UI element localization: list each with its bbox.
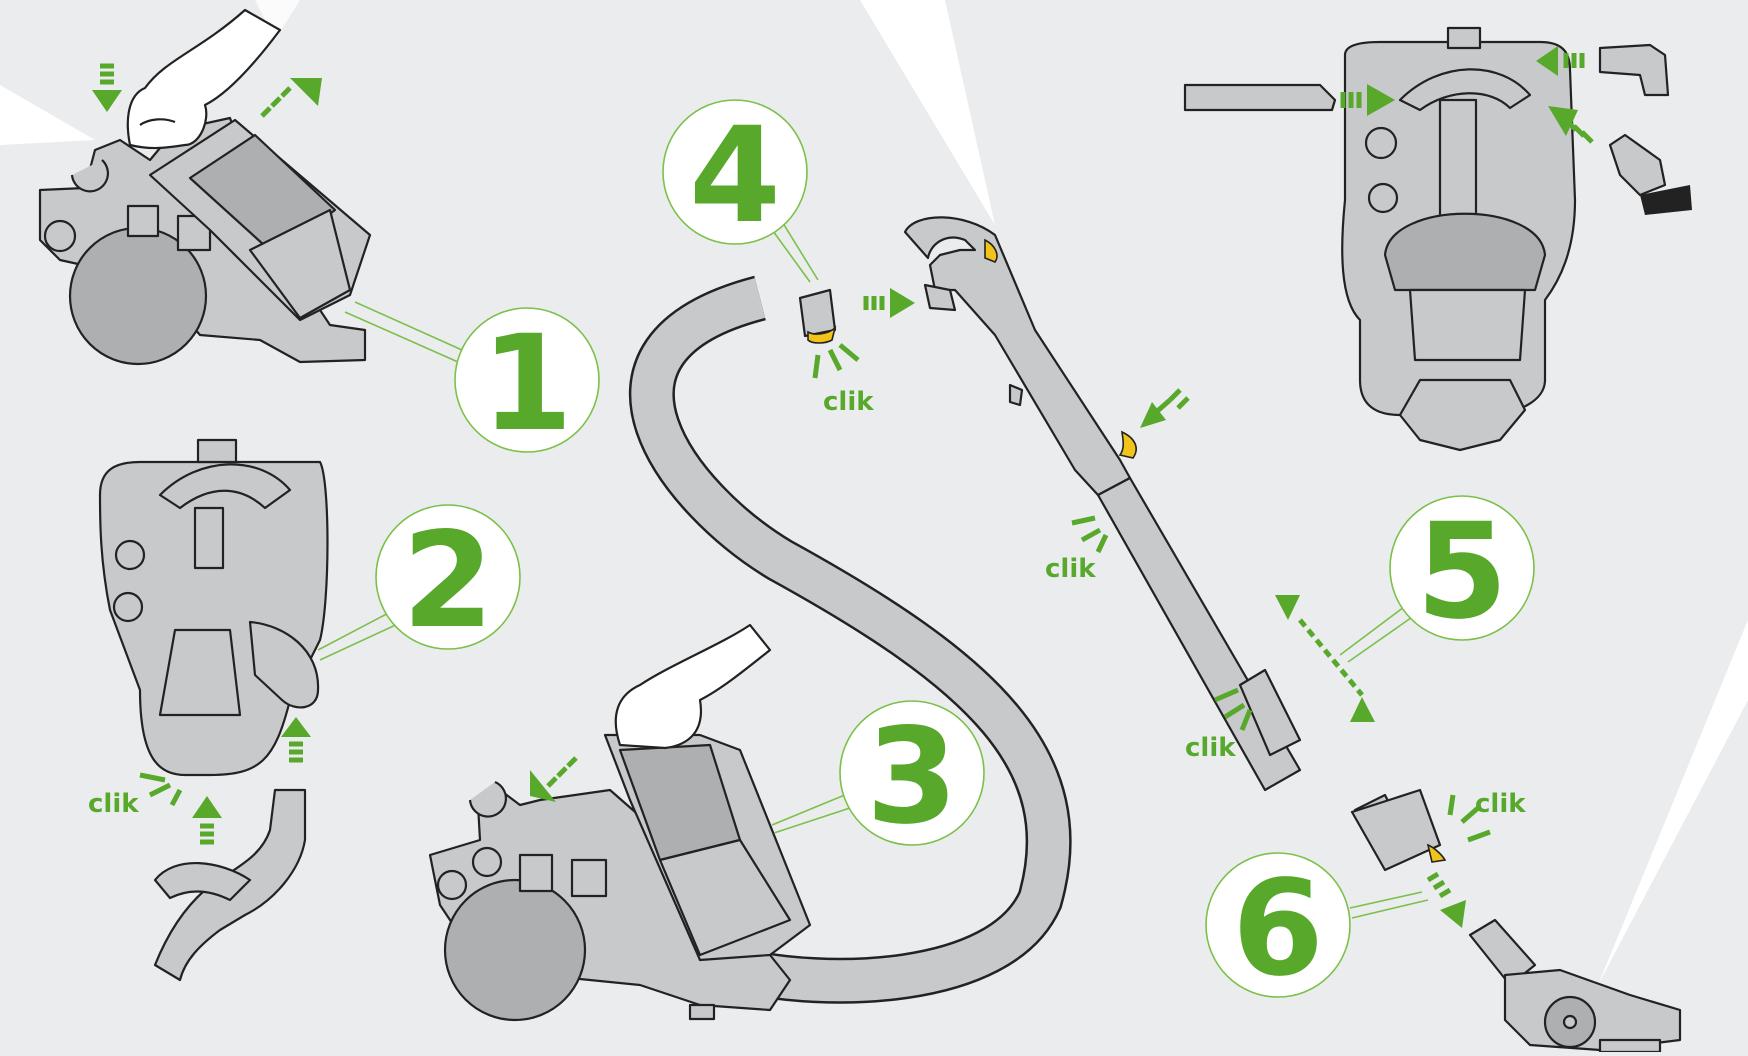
step-4-illustration: clik [800, 288, 915, 417]
step-1-arrow-up-right [262, 78, 322, 116]
step-5-number: 5 [1416, 495, 1508, 649]
step-6-illustration: clik [1428, 789, 1680, 1052]
step-2-illustration: clik [88, 440, 328, 980]
step-1-callout: 1 [345, 302, 599, 461]
step-2-number: 2 [402, 504, 494, 658]
step-1-illustration [40, 10, 370, 364]
step-2-arrow-up-right [281, 717, 311, 760]
step-5-callout: 5 [1340, 495, 1534, 662]
step-1-number: 1 [481, 307, 573, 461]
wand-extend-arrow [1275, 595, 1375, 722]
step-4-click-label: clik [823, 387, 874, 417]
step-6-number: 6 [1232, 852, 1324, 1006]
step-2-click-label: clik [88, 789, 139, 819]
step-4-click-marks [815, 345, 858, 378]
step-4-callout: 4 [663, 99, 818, 282]
step-2-callout: 2 [318, 504, 520, 660]
wand-click-label-top: clik [1045, 554, 1096, 584]
step-6-callout: 6 [1206, 852, 1428, 1006]
step-4-arrow-right [866, 288, 915, 318]
step-6-arrow-down [1428, 874, 1466, 928]
wand-click-marks-top [1072, 518, 1106, 552]
wand-click-label-mid: clik [1185, 733, 1236, 763]
step-2-arrow-up-left [192, 796, 222, 842]
step-2-click-marks [140, 775, 180, 805]
step-4-number: 4 [689, 99, 781, 253]
step-3-number: 3 [866, 700, 958, 854]
step-3-callout: 3 [772, 700, 984, 854]
wand-arrow-clip [1140, 390, 1188, 428]
step-6-click-label: clik [1475, 789, 1526, 819]
step-1-arrow-down [92, 66, 122, 112]
tool-storage-illustration [1185, 28, 1692, 450]
